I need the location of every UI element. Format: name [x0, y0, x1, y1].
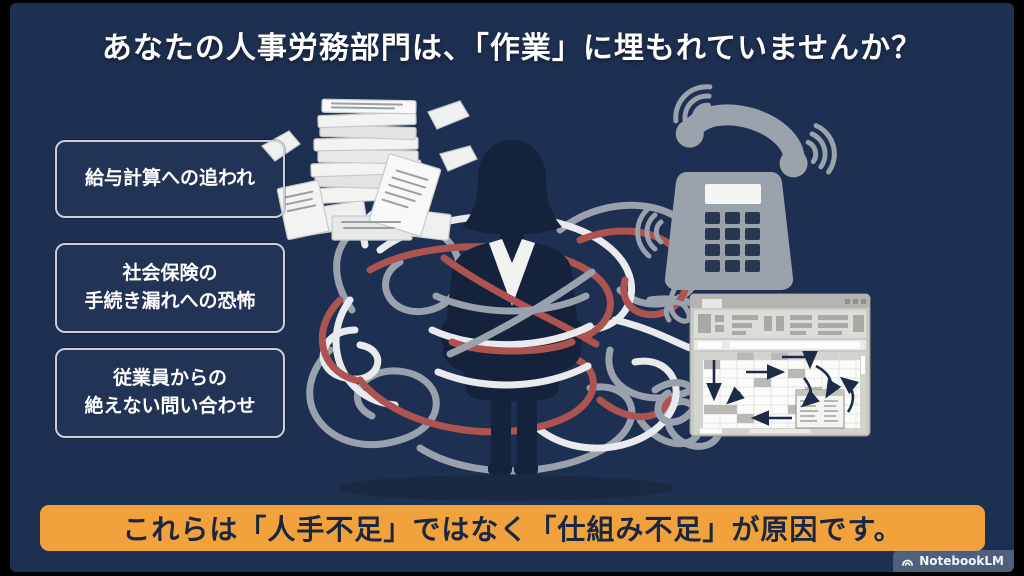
spreadsheet-dialog — [795, 389, 845, 429]
pain-point-label: 従業員からの — [112, 367, 227, 390]
phone-cord — [663, 285, 692, 324]
ringing-phone-illustration — [638, 79, 840, 324]
chaos-arrows — [706, 351, 860, 426]
pain-point-box-inquiries: 従業員からの 絶えない問い合わせ — [55, 348, 285, 438]
phone-keypad — [705, 212, 760, 272]
handset — [675, 104, 808, 178]
notebooklm-watermark: NotebookLM — [893, 550, 1014, 572]
phone-display — [705, 184, 761, 204]
slide-title: あなたの人事労務部門は、「作業」に埋もれていませんか？ — [101, 31, 923, 66]
slide: あなたの人事労務部門は、「作業」に埋もれていませんか？ 給与計算への追われ 社会… — [10, 3, 1014, 572]
hair — [462, 140, 562, 235]
conclusion-banner: これらは「人手不足」ではなく「仕組み不足」が原因です。 — [40, 505, 985, 551]
paper-stack-illustration — [261, 98, 478, 241]
floor-shadow — [337, 475, 673, 501]
pain-point-label: 社会保険の — [122, 262, 218, 285]
tangled-person-illustration — [261, 3, 871, 501]
pain-point-label: 給与計算への追われ — [84, 167, 256, 190]
pain-point-label: 絶えない問い合わせ — [84, 395, 256, 417]
watermark-label: NotebookLM — [919, 554, 1004, 568]
pain-point-box-payroll: 給与計算への追われ — [55, 140, 285, 218]
pain-point-label: 手続き漏れへの恐怖 — [84, 290, 256, 312]
wire-tangle-front — [428, 254, 600, 389]
conclusion-text: これらは「人手不足」ではなく「仕組み不足」が原因です。 — [122, 513, 903, 546]
pain-point-box-insurance: 社会保険の 手続き漏れへの恐怖 — [55, 243, 285, 333]
notebooklm-logo-icon — [902, 559, 914, 566]
white-collar — [489, 239, 535, 306]
spreadsheet-illustration — [689, 293, 871, 437]
